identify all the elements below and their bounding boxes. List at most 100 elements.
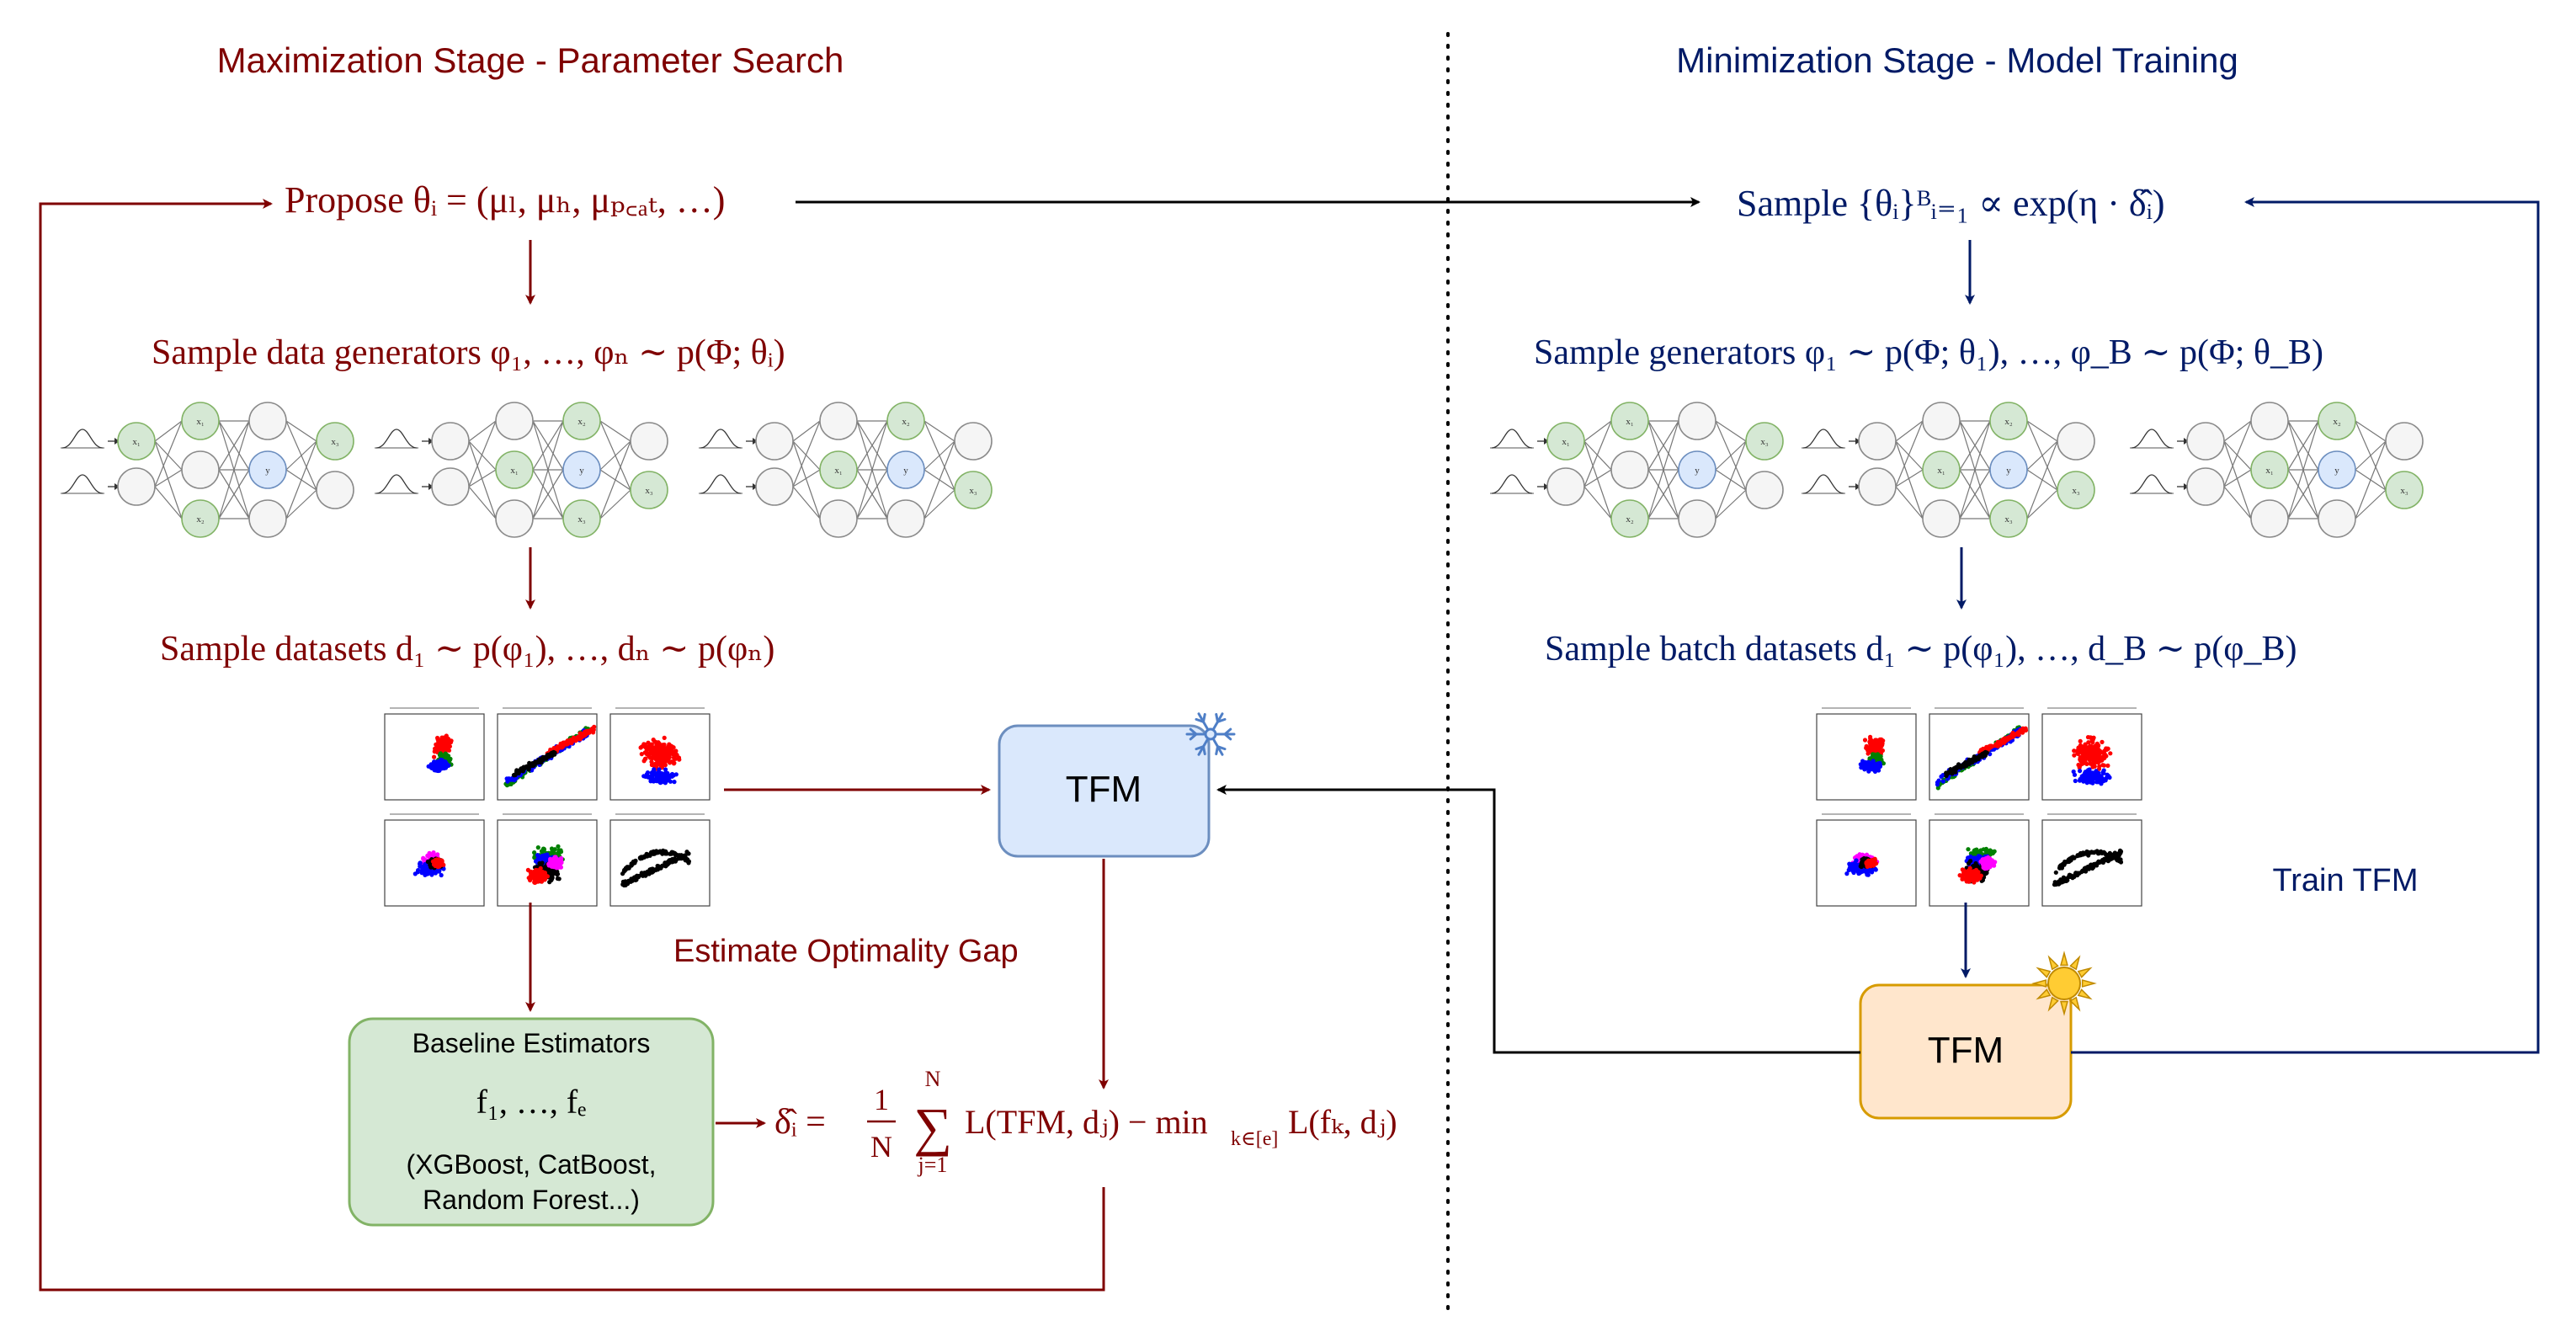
scatter-point	[2020, 727, 2025, 732]
scatter-point	[1869, 746, 1874, 751]
scatter-point	[2059, 880, 2065, 885]
hidden2-node-label: x₂	[902, 417, 910, 427]
scatter-point	[1972, 856, 1977, 861]
scatter-point	[651, 851, 656, 856]
scatter-point	[1875, 757, 1880, 762]
distribution-icon	[700, 429, 742, 449]
dist-arrowhead	[114, 438, 120, 445]
scatter-point	[1935, 780, 1940, 785]
scatter-point	[645, 770, 651, 775]
distribution-icon	[1491, 474, 1533, 494]
scatter-point	[1987, 861, 1992, 866]
output-node-label: x₃	[2400, 486, 2408, 496]
scatter-point	[1969, 759, 1974, 765]
scatter-point	[558, 742, 563, 747]
output-node-label: x₃	[331, 437, 339, 447]
scatter-point	[438, 860, 443, 866]
scatter-point	[641, 855, 647, 860]
scatter-panel	[384, 813, 485, 907]
gap-lhs: δ̂ᵢ =	[774, 1103, 826, 1142]
sun-ray	[2060, 951, 2068, 967]
scatter-point	[2097, 749, 2102, 755]
scatter-point	[1945, 770, 1951, 775]
scatter-point	[645, 752, 650, 757]
scatter-point	[2084, 750, 2089, 755]
dist-arrowhead	[1855, 438, 1860, 445]
hidden2-node-label: y	[265, 466, 270, 476]
hidden1-node	[819, 499, 858, 538]
scatter-point	[2072, 855, 2077, 860]
arrow-train-to-frozen-tfm	[1216, 785, 1860, 1054]
output-node	[630, 422, 668, 461]
input-node-label: x₁	[132, 437, 141, 447]
scatter-point	[545, 852, 550, 857]
snowflake-branch	[1215, 745, 1219, 756]
scatter-point	[1866, 862, 1871, 867]
sun-ray	[2047, 996, 2059, 1012]
hidden2-node	[1989, 450, 2028, 489]
scatter-point	[672, 760, 677, 765]
scatter-point	[660, 748, 665, 753]
scatter-panel	[609, 813, 711, 907]
scatter-point	[425, 853, 430, 859]
scatter-point	[663, 752, 668, 758]
estimate-gap-label: Estimate Optimality Gap	[673, 934, 1019, 969]
scatter-point	[667, 753, 672, 758]
scatter-point	[547, 860, 552, 866]
scatter-point	[441, 743, 446, 748]
output-node-label: x₃	[645, 486, 653, 496]
scatter-point	[655, 777, 660, 782]
scatter-point	[649, 742, 654, 747]
scatter-point	[2090, 740, 2095, 745]
scatter-point	[655, 850, 660, 855]
scatter-point	[1857, 852, 1862, 857]
scatter-point	[589, 726, 595, 732]
heading-minimization: Minimization Stage - Model Training	[1676, 40, 2238, 80]
scatter-point	[670, 856, 675, 862]
scatter-panel	[497, 813, 598, 907]
scatter-point	[440, 764, 446, 770]
scatter-point	[1961, 872, 1966, 877]
hidden1-node	[495, 450, 534, 489]
scatter-point	[1968, 854, 1973, 860]
input-node	[431, 467, 470, 506]
gap-frac-den: N	[870, 1130, 892, 1164]
scatter-point	[1989, 744, 1994, 749]
scatter-point	[540, 854, 545, 859]
scatter-point	[1852, 860, 1857, 866]
distribution-icon	[61, 474, 104, 494]
hidden1-node	[1610, 402, 1649, 440]
baseline-formula: f₁, …, fₑ	[476, 1083, 587, 1121]
hidden1-node	[2250, 450, 2289, 489]
scatter-point	[2083, 770, 2088, 775]
scatter-point	[2113, 852, 2118, 858]
scatter-panel	[497, 707, 598, 801]
dist-arrowhead	[753, 483, 758, 490]
scatter-point	[653, 757, 659, 762]
right-sample-generators-text: Sample generators φ₁ ∼ p(Φ; θ₁), …, φ_B …	[1534, 333, 2323, 372]
output-node	[1745, 422, 1784, 461]
scatter-point	[649, 755, 655, 761]
dist-arrowhead	[428, 438, 434, 445]
scatter-point	[2096, 859, 2101, 864]
scatter-point	[1995, 742, 2000, 747]
dataset-thumbnails	[384, 707, 2142, 907]
input-node	[431, 422, 470, 461]
scatter-point	[677, 757, 682, 762]
scatter-point	[540, 849, 546, 854]
scatter-point	[672, 780, 677, 785]
scatter-point	[418, 860, 423, 866]
scatter-point	[2100, 850, 2105, 855]
hidden1-node	[1610, 450, 1649, 489]
scatter-point	[650, 746, 655, 751]
scatter-panel	[1929, 813, 2030, 907]
scatter-point	[575, 735, 580, 740]
panel-frame	[609, 819, 711, 907]
baseline-rect	[348, 1017, 715, 1227]
scatter-point	[1865, 872, 1871, 877]
scatter-point	[2087, 767, 2092, 772]
scatter-point	[2068, 874, 2073, 879]
scatter-point	[685, 859, 690, 864]
